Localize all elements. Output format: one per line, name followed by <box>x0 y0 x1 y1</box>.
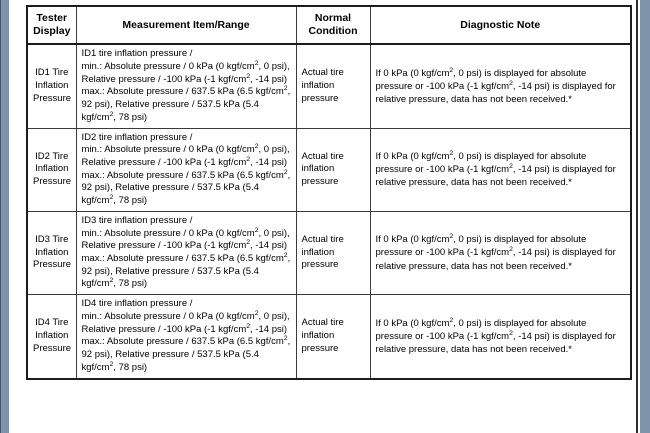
cell-diagnostic-note: If 0 kPa (0 kgf/cm2, 0 psi) is displayed… <box>369 43 632 129</box>
column-header-normal-condition: Normal Condition <box>295 5 371 46</box>
measurement-min: min.: Absolute pressure / 0 kPa (0 kgf/c… <box>81 59 290 85</box>
tire-pressure-spec-table: Tester Display Measurement Item/Range No… <box>26 5 632 380</box>
column-header-normal-condition-line2: Condition <box>308 25 358 38</box>
cell-diagnostic-note: If 0 kPa (0 kgf/cm2, 0 psi) is displayed… <box>369 294 632 379</box>
page-right-edge-strip <box>636 0 650 433</box>
cell-normal-condition: Actual tire inflation pressure <box>295 294 371 379</box>
measurement-min: min.: Absolute pressure / 0 kPa (0 kgf/c… <box>81 309 290 335</box>
column-header-diagnostic-note: Diagnostic Note <box>369 5 632 46</box>
tester-display-line: Pressure <box>33 342 72 354</box>
measurement-min: min.: Absolute pressure / 0 kPa (0 kgf/c… <box>81 226 290 252</box>
measurement-title: ID2 tire inflation pressure / <box>81 131 193 143</box>
tester-display-line: Pressure <box>33 176 72 188</box>
cell-measurement-item-range: ID4 tire inflation pressure /min.: Absol… <box>75 294 297 379</box>
measurement-min: min.: Absolute pressure / 0 kPa (0 kgf/c… <box>81 143 290 168</box>
column-header-tester-display-line1: Tester <box>36 12 68 24</box>
measurement-title: ID4 tire inflation pressure / <box>81 298 193 310</box>
tester-display-line: Inflation <box>35 329 69 341</box>
tester-display-line: Pressure <box>33 259 72 271</box>
tester-display-line: ID1 Tire <box>35 67 69 79</box>
cell-normal-condition: Actual tire inflation pressure <box>295 43 371 129</box>
tester-display-line: Inflation <box>35 80 69 91</box>
cell-measurement-item-range: ID1 tire inflation pressure /min.: Absol… <box>75 43 297 129</box>
column-header-normal-condition-line1: Normal <box>314 12 352 24</box>
column-header-tester-display: Tester Display <box>26 5 77 46</box>
cell-normal-condition: Actual tire inflation pressure <box>295 127 371 212</box>
measurement-max: max.: Absolute pressure / 637.5 kPa (6.5… <box>81 251 291 290</box>
cell-normal-condition: Actual tire inflation pressure <box>295 210 371 296</box>
measurement-title: ID3 tire inflation pressure / <box>81 214 193 226</box>
cell-measurement-item-range: ID2 tire inflation pressure /min.: Absol… <box>75 127 297 212</box>
measurement-max: max.: Absolute pressure / 637.5 kPa (6.5… <box>81 85 291 123</box>
tester-display-line: ID2 Tire <box>35 150 69 162</box>
tester-display-line: ID3 Tire <box>35 233 69 245</box>
measurement-max: max.: Absolute pressure / 637.5 kPa (6.5… <box>81 335 291 373</box>
measurement-title: ID1 tire inflation pressure / <box>81 48 193 60</box>
tester-display-line: Inflation <box>35 163 69 175</box>
cell-measurement-item-range: ID3 tire inflation pressure /min.: Absol… <box>75 210 297 296</box>
page-left-edge-strip <box>0 0 9 433</box>
table-header-row: Tester Display Measurement Item/Range No… <box>26 5 632 46</box>
cell-diagnostic-note: If 0 kPa (0 kgf/cm2, 0 psi) is displayed… <box>369 127 632 212</box>
measurement-max: max.: Absolute pressure / 637.5 kPa (6.5… <box>81 168 291 207</box>
tester-display-line: Pressure <box>33 92 72 104</box>
column-header-tester-display-line2: Display <box>33 25 71 38</box>
table-header: Tester Display Measurement Item/Range No… <box>26 5 632 46</box>
tester-display-line: ID4 Tire <box>35 317 69 329</box>
tester-display-line: Inflation <box>35 246 69 258</box>
spec-table-container: Tester Display Measurement Item/Range No… <box>26 5 632 380</box>
cell-diagnostic-note: If 0 kPa (0 kgf/cm2, 0 psi) is displayed… <box>369 210 632 296</box>
column-header-measurement-item-range: Measurement Item/Range <box>75 5 297 46</box>
